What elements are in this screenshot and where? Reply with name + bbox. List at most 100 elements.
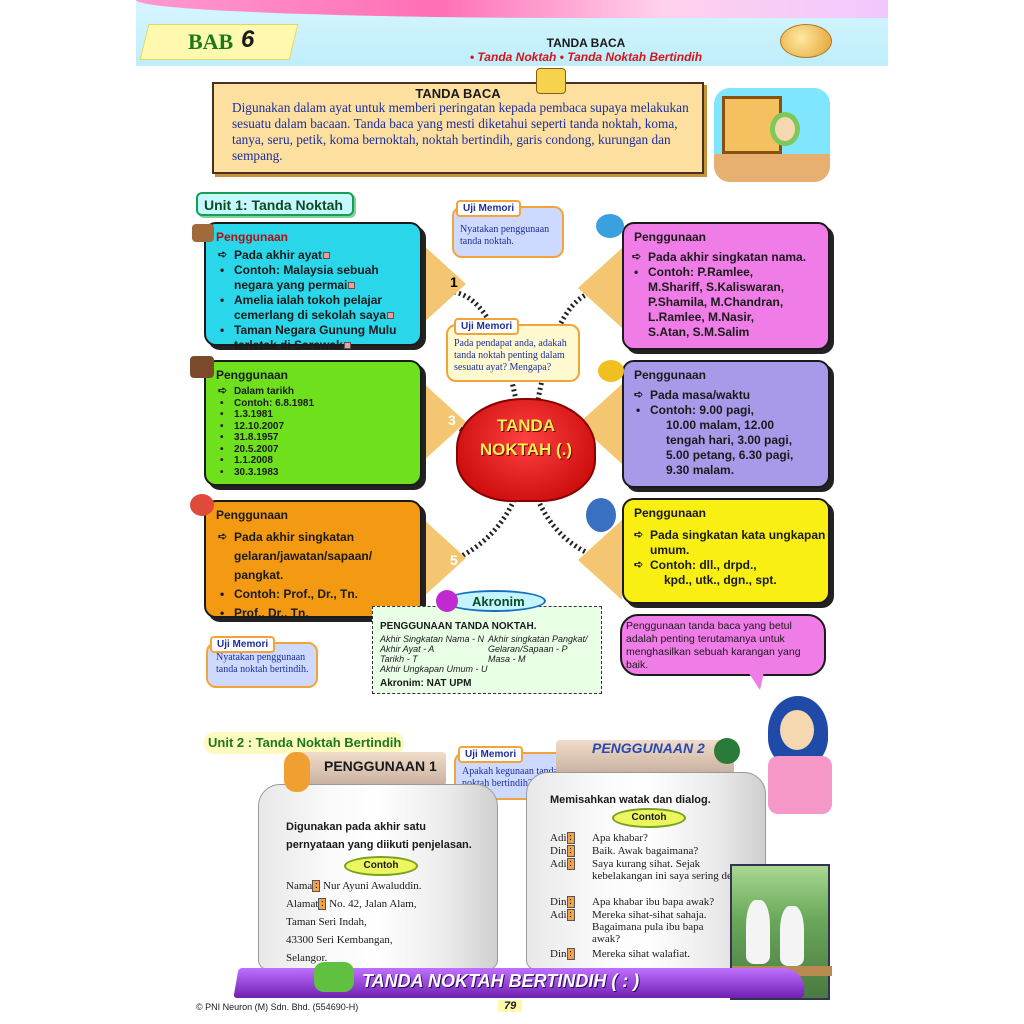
list-item: 31.8.1957 xyxy=(218,432,418,444)
jar1-line-3: Taman Seri Indah, xyxy=(286,916,367,928)
student-figure xyxy=(780,906,804,966)
pencil-tip-6 xyxy=(578,520,622,600)
list-item: 30.3.1983 xyxy=(218,467,418,479)
body-shape xyxy=(768,756,832,814)
acronym-right-2: Gelaran/Sapaan - P xyxy=(488,644,568,654)
list-item: S.Atan, S.M.Salim xyxy=(648,325,750,339)
boy-scooter-icon xyxy=(586,498,616,532)
acronym-tag: Akronim xyxy=(444,590,546,612)
acronym-left-3: Tarikh - T xyxy=(380,654,418,664)
intro-title: TANDA BACA xyxy=(415,86,501,101)
center-title: TANDA NOKTAH (.) xyxy=(479,416,573,459)
usage-card-3: Penggunaan Dalam tarikh Contoh: 6.8.1981… xyxy=(204,360,422,486)
jar1-line-2: Alamat: No. 42, Jalan Alam, xyxy=(286,898,417,911)
memory-text-1: Nyatakan penggunaan tanda noktah. xyxy=(460,224,550,247)
graduation-globe-icon xyxy=(714,738,740,764)
list-item: 20.5.2007 xyxy=(218,444,418,456)
dialog-line-1: Adi:Apa khabar? xyxy=(550,832,648,845)
chapter-label: BAB xyxy=(188,29,234,54)
list-item: Prof., Dr., Tn. xyxy=(218,604,418,623)
list-item: Pada akhir singkatan gelaran/jawatan/sap… xyxy=(218,528,418,585)
jar1-line-4: 43300 Seri Kembangan, xyxy=(286,934,393,946)
card-number-1: 1 xyxy=(450,274,458,290)
card-caption: Penggunaan xyxy=(634,368,707,382)
frog-cartoon-icon xyxy=(314,962,354,992)
card-list: Pada masa/waktu Contoh: 9.00 pagi, 10.00… xyxy=(634,388,828,478)
card-caption: Penggunaan xyxy=(634,506,707,520)
girl-writing-illustration xyxy=(714,88,830,182)
unit2-title: Unit 2 : Tanda Noktah Bertindih xyxy=(208,735,402,750)
card-caption: Penggunaan xyxy=(216,230,289,244)
acronym-box xyxy=(372,606,602,694)
list-item: 12.10.2007 xyxy=(218,421,418,433)
desk-shape xyxy=(714,154,830,182)
list-item: Contoh: P.Ramlee, xyxy=(632,265,828,280)
header-swoosh xyxy=(136,0,888,18)
books-icon xyxy=(192,224,214,242)
jar1-lid xyxy=(290,752,446,786)
intro-text: Digunakan dalam ayat untuk memberi perin… xyxy=(232,100,689,163)
jar1-title: PENGGUNAAN 1 xyxy=(324,758,437,774)
dialog-line-5: Adi:Mereka sihat-sihat sahaja. Bagaimana… xyxy=(550,909,707,945)
card-list: Pada singkatan kata ungkapan umum. Conto… xyxy=(634,528,828,588)
card-list: Pada akhir ayat Contoh: Malaysia sebuah … xyxy=(218,248,418,353)
usage-card-5: Penggunaan Pada akhir singkatan gelaran/… xyxy=(204,500,422,623)
bird-icon xyxy=(596,214,624,238)
list-item: 9.30 malam. xyxy=(666,463,735,477)
acronym-footer: Akronim: NAT UPM xyxy=(380,678,472,689)
card-number-3: 3 xyxy=(448,412,456,428)
jar1-line-5: Selangor. xyxy=(286,952,328,964)
list-item: Taman Negara Gunung Mulu terletak di Sar… xyxy=(218,323,418,353)
list-item: Amelia ialah tokoh pelajar cemerlang di … xyxy=(218,293,418,323)
list-item: Pada singkatan kata ungkapan umum. xyxy=(634,528,828,558)
list-item: Contoh: Malaysia sebuah negara yang perm… xyxy=(218,263,418,293)
unit1-title-tag: Unit 1: Tanda Noktah xyxy=(196,192,354,216)
jar2-contoh-label: Contoh xyxy=(631,812,667,823)
jar2-contoh: Contoh xyxy=(612,808,686,828)
list-item: 1.3.1981 xyxy=(218,409,418,421)
list-item: kpd., utk., dgn., spt. xyxy=(664,573,777,587)
list-item: Contoh: Prof., Dr., Tn. xyxy=(218,585,418,604)
girl-hijab-illustration xyxy=(762,696,832,816)
dialog-line-2: Din:Baik. Awak bagaimana? xyxy=(550,845,699,858)
acronym-left-2: Akhir Ayat - A xyxy=(380,644,435,654)
card-number-6: 6 xyxy=(572,554,580,570)
dialog-line-6: Din:Mereka sihat walafiat. xyxy=(550,948,691,961)
mushroom-icon xyxy=(190,494,214,516)
dialog-line-4: Din:Apa khabar ibu bapa awak? xyxy=(550,896,715,909)
face-shape xyxy=(780,710,814,750)
list-item: Dalam tarikh xyxy=(218,386,418,398)
pencil-tip-2 xyxy=(578,248,622,328)
copyright-footer: © PNI Neuron (M) Sdn. Bhd. (554690-H) xyxy=(196,1002,359,1012)
center-bag xyxy=(456,398,596,502)
usage-card-2: Penggunaan Pada akhir singkatan nama. Co… xyxy=(622,222,830,350)
flower-icon xyxy=(436,590,458,612)
acronym-right-1: Akhir singkatan Pangkat/ xyxy=(488,634,588,644)
memory-text-4: Apakah kegunaan tanda noktah bertindih? xyxy=(462,766,559,789)
jar2-desc: Memisahkan watak dan dialog. xyxy=(550,794,711,806)
list-item: Contoh: 6.8.1981 xyxy=(218,398,418,410)
jar1-contoh-label: Contoh xyxy=(363,860,399,871)
list-item: M.Shariff, S.Kaliswaran, xyxy=(648,280,785,294)
list-item: 1.1.2008 xyxy=(218,455,418,467)
memory-tag-4: Uji Memori xyxy=(458,746,524,763)
jar1-desc: Digunakan pada akhir satu pernyataan yan… xyxy=(286,821,472,851)
unit1-title: Unit 1: Tanda Noktah xyxy=(204,197,343,213)
stacked-books-icon xyxy=(190,356,214,378)
speech-bubble xyxy=(620,614,826,676)
bottom-banner-text: TANDA NOKTAH BERTINDIH ( : ) xyxy=(362,971,640,991)
jar1-line-1: Nama: Nur Ayuni Awaluddin. xyxy=(286,880,422,893)
list-item: Pada masa/waktu xyxy=(634,388,828,403)
usage-card-4: Penggunaan Pada masa/waktu Contoh: 9.00 … xyxy=(622,360,830,488)
card-number-5: 5 xyxy=(450,552,458,568)
usage-card-6: Penggunaan Pada singkatan kata ungkapan … xyxy=(622,498,830,604)
writing-hand-illustration xyxy=(780,24,832,58)
card-number-2: 2 xyxy=(572,278,580,294)
card-list: Pada akhir singkatan nama. Contoh: P.Ram… xyxy=(632,250,828,340)
list-item: 5.00 petang, 6.30 pagi, xyxy=(666,448,794,462)
page-number: 79 xyxy=(498,1000,523,1012)
card-list: Pada akhir singkatan gelaran/jawatan/sap… xyxy=(218,528,418,623)
girl-head-shape xyxy=(770,112,800,146)
boy-cartoon-icon xyxy=(284,752,310,792)
list-item: L.Ramlee, M.Nasir, xyxy=(648,310,755,324)
